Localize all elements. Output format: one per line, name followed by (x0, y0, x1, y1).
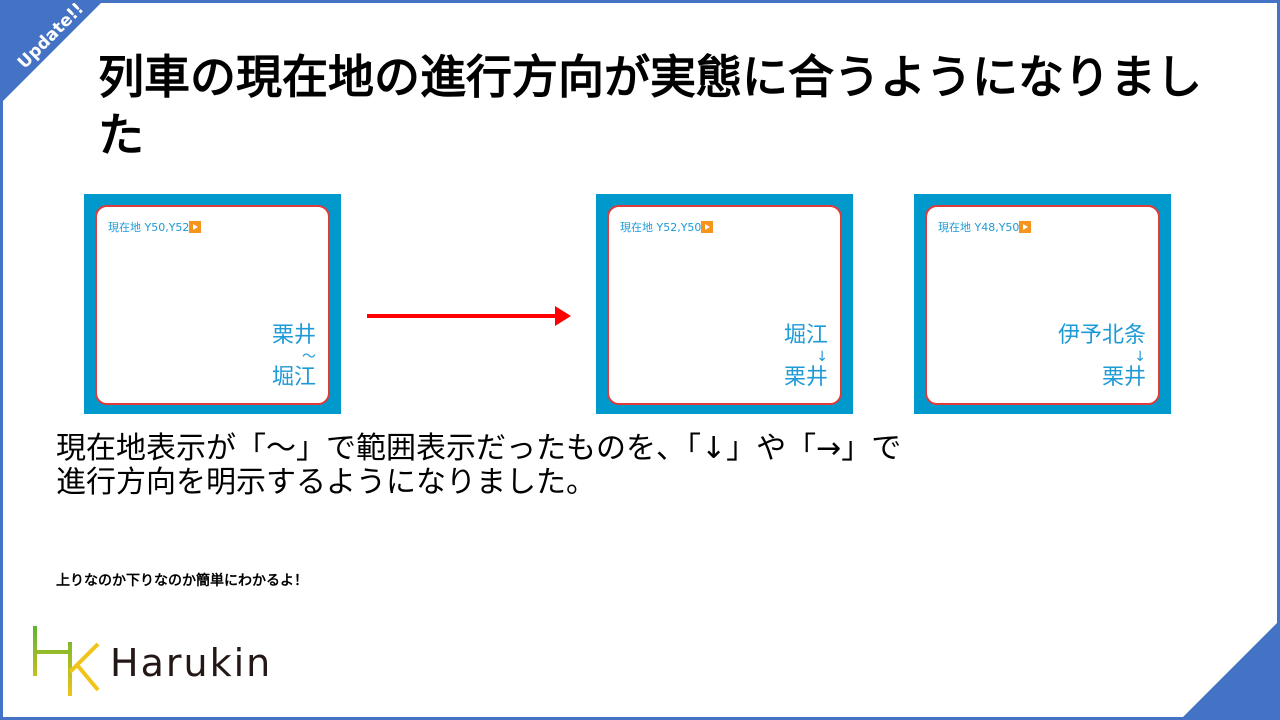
screenshot-after-2: 現在地 Y48,Y50 伊予北条 ↓ 栗井 (914, 194, 1171, 414)
screenshot-after-1: 現在地 Y52,Y50 堀江 ↓ 栗井 (596, 194, 853, 414)
station-range: 伊予北条 ↓ 栗井 (1058, 323, 1146, 391)
station-range: 堀江 ↓ 栗井 (784, 323, 828, 391)
screenshot-before: 現在地 Y50,Y52 栗井 ～ 堀江 (84, 194, 341, 414)
station-to: 堀江 (271, 365, 316, 390)
location-card: 現在地 Y48,Y50 伊予北条 ↓ 栗井 (925, 205, 1160, 405)
station-separator: ↓ (1134, 349, 1146, 365)
location-card: 現在地 Y50,Y52 栗井 ～ 堀江 (95, 205, 330, 405)
svg-text:Harukin: Harukin (110, 641, 272, 685)
station-separator: ↓ (816, 349, 828, 365)
play-icon (189, 221, 202, 233)
location-label: 現在地 Y48,Y50 (938, 219, 1032, 235)
location-text: 現在地 Y52,Y50 (620, 221, 702, 234)
description-line: 進行方向を明示するようになりました。 (56, 465, 596, 500)
harukin-logo: Harukin (33, 626, 272, 696)
description: 現在地表示が「～」で範囲表示だったものを、「↓」や「→」で 進行方向を明示するよ… (56, 432, 901, 500)
play-icon (701, 221, 714, 233)
location-label: 現在地 Y50,Y52 (108, 219, 202, 235)
station-from: 栗井 (271, 323, 316, 348)
location-card: 現在地 Y52,Y50 堀江 ↓ 栗井 (607, 205, 842, 405)
location-text: 現在地 Y48,Y50 (938, 221, 1020, 234)
station-range: 栗井 ～ 堀江 (272, 323, 316, 391)
station-separator: ～ (302, 349, 316, 365)
description-line: 現在地表示が「～」で範囲表示だったものを、「↓」や「→」で (56, 431, 902, 466)
note-text: 上りなのか下りなのか簡単にわかるよ！ (56, 573, 308, 589)
corner-decoration (1180, 620, 1280, 720)
station-from: 堀江 (783, 323, 828, 348)
right-arrow-icon (367, 306, 571, 326)
play-icon (1019, 221, 1032, 233)
station-from: 伊予北条 (1057, 323, 1146, 348)
corner-banner (0, 0, 104, 104)
station-to: 栗井 (783, 365, 828, 390)
location-text: 現在地 Y50,Y52 (108, 221, 190, 234)
location-label: 現在地 Y52,Y50 (620, 219, 714, 235)
station-to: 栗井 (1101, 365, 1146, 390)
slide-title: 列車の現在地の進行方向が実態に合うようになりました (98, 50, 1202, 162)
